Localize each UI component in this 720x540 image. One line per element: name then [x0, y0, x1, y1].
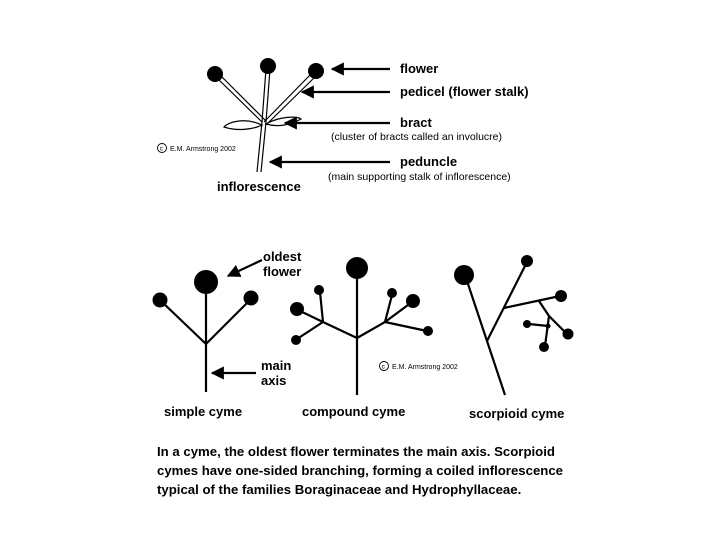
flower-dot [346, 257, 368, 279]
pedicel-stalks [215, 68, 318, 125]
main-axis-label: main [261, 358, 291, 373]
flower-dot [521, 255, 533, 267]
compound-cyme: compound cyme c E.M. Armstrong 2002 [290, 257, 458, 419]
flower-dot [454, 265, 474, 285]
label-arrows [268, 62, 390, 169]
oldest-flower-label: oldest [263, 249, 302, 264]
copyright-icon [157, 143, 167, 153]
inflorescence-diagram: flower pedicel (flower stalk) bract (clu… [157, 58, 529, 194]
oldest-flower-label: flower [263, 264, 301, 279]
caption-line: In a cyme, the oldest flower terminates … [157, 444, 555, 459]
flower-dot [387, 288, 397, 298]
flower-dot [291, 335, 301, 345]
copyright-mark: c E.M. Armstrong 2002 [379, 361, 458, 371]
flower-dot [207, 66, 223, 82]
flower-dot [243, 290, 259, 306]
flower-dot [545, 323, 551, 329]
flower-dot [423, 326, 433, 336]
flower-dot [562, 328, 574, 340]
scorpioid-cyme: scorpioid cyme [454, 255, 574, 421]
copyright-text: E.M. Armstrong 2002 [392, 364, 458, 371]
flower-dot [260, 58, 276, 74]
peduncle-label: peduncle [400, 154, 457, 169]
flower-label: flower [400, 61, 438, 76]
flower-dot [406, 294, 420, 308]
flower-dot [290, 302, 304, 316]
flower-dot [308, 63, 324, 79]
main-axis-label: axis [261, 373, 286, 388]
flower-dot [194, 270, 218, 294]
bract-label: bract [400, 115, 432, 130]
scorpioid-cyme-label: scorpioid cyme [469, 406, 564, 421]
flower-dot [152, 292, 168, 308]
simple-cyme: oldest flower main axis simple cyme [152, 249, 302, 419]
flower-dot [539, 342, 549, 352]
oldest-flower-arrow [226, 259, 263, 277]
peduncle-stalk [256, 121, 267, 173]
copyright-icon [379, 361, 389, 371]
copyright-mark: c E.M. Armstrong 2002 [157, 143, 236, 153]
peduncle-note: (main supporting stalk of inflorescence) [328, 171, 511, 183]
caption: In a cyme, the oldest flower terminates … [157, 442, 637, 499]
copyright-symbol: c [160, 146, 164, 153]
flower-dot [314, 285, 324, 295]
copyright-text: E.M. Armstrong 2002 [170, 146, 236, 153]
flower-dot [523, 320, 531, 328]
flower-dot [555, 290, 567, 302]
inflorescence-title: inflorescence [217, 179, 301, 194]
simple-cyme-label: simple cyme [164, 404, 242, 419]
caption-line: cymes have one-sided branching, forming … [157, 463, 563, 478]
bract-note: (cluster of bracts called an involucre) [331, 131, 502, 143]
copyright-symbol: c [382, 364, 386, 371]
pedicel-label: pedicel (flower stalk) [400, 84, 529, 99]
caption-line: typical of the families Boraginaceae and… [157, 482, 522, 497]
compound-cyme-label: compound cyme [302, 404, 405, 419]
